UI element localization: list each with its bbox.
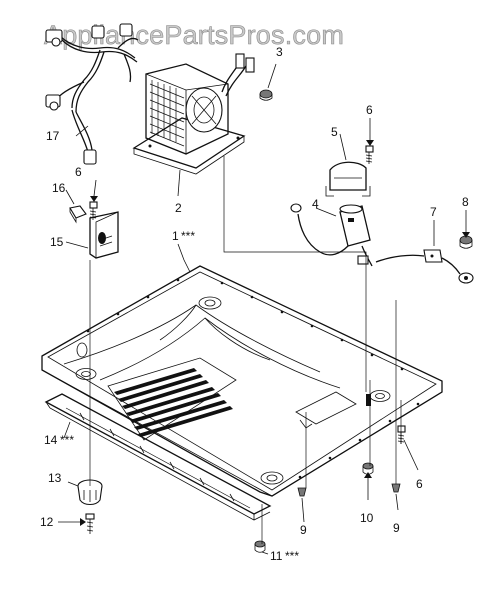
callout-1-mark: *** <box>181 229 195 243</box>
callout-3: 3 <box>276 45 283 59</box>
capacitor <box>290 203 373 267</box>
callout-7: 7 <box>430 205 437 219</box>
callout-labels: 1 *** 2 3 4 5 6 6 6 7 8 9 9 10 11 *** 12… <box>40 45 469 563</box>
base-plate <box>41 265 443 497</box>
callout-15: 15 <box>50 235 64 249</box>
callout-10: 10 <box>360 511 374 525</box>
callout-11-mark: *** <box>285 549 299 563</box>
callout-14-mark: *** <box>60 433 74 447</box>
callout-5: 5 <box>331 125 338 139</box>
callout-12: 12 <box>40 515 54 529</box>
wire-harness <box>45 23 139 165</box>
switch-bracket <box>89 211 119 259</box>
callout-11: 11 <box>270 549 283 563</box>
switch-actuator <box>69 205 87 224</box>
callout-9-right: 9 <box>393 521 400 535</box>
part-8-nut <box>458 235 474 284</box>
callout-16: 16 <box>52 181 66 195</box>
callout-14: 14 <box>44 433 58 447</box>
callout-6-lower-right: 6 <box>416 477 423 491</box>
screw-upper-right <box>365 145 374 164</box>
watermark-text: AppliancePartsPros.com <box>44 20 344 50</box>
callout-4: 4 <box>312 197 319 211</box>
callout-17: 17 <box>46 129 60 143</box>
leader-lines <box>58 63 470 555</box>
grommet-left <box>297 487 307 497</box>
callout-13: 13 <box>48 471 62 485</box>
part-11-screw <box>254 540 266 553</box>
callout-6-upper-right: 6 <box>366 103 373 117</box>
callout-9-left: 9 <box>300 523 307 537</box>
foot-screw <box>85 513 95 534</box>
callout-8: 8 <box>462 195 469 209</box>
callout-6-upper-left: 6 <box>75 165 82 179</box>
alignment-lines <box>89 156 402 544</box>
part-3-nut <box>259 89 273 101</box>
screw-upper-left <box>89 201 98 220</box>
screw-lower-right <box>397 425 406 444</box>
grommet-right <box>391 483 401 493</box>
diode-fuse <box>375 249 461 275</box>
callout-2: 2 <box>175 201 182 215</box>
front-trim-strip <box>44 393 272 521</box>
capacitor-bracket <box>325 161 371 197</box>
callout-1: 1 <box>172 229 179 243</box>
foot <box>77 479 103 506</box>
transformer <box>132 53 255 175</box>
